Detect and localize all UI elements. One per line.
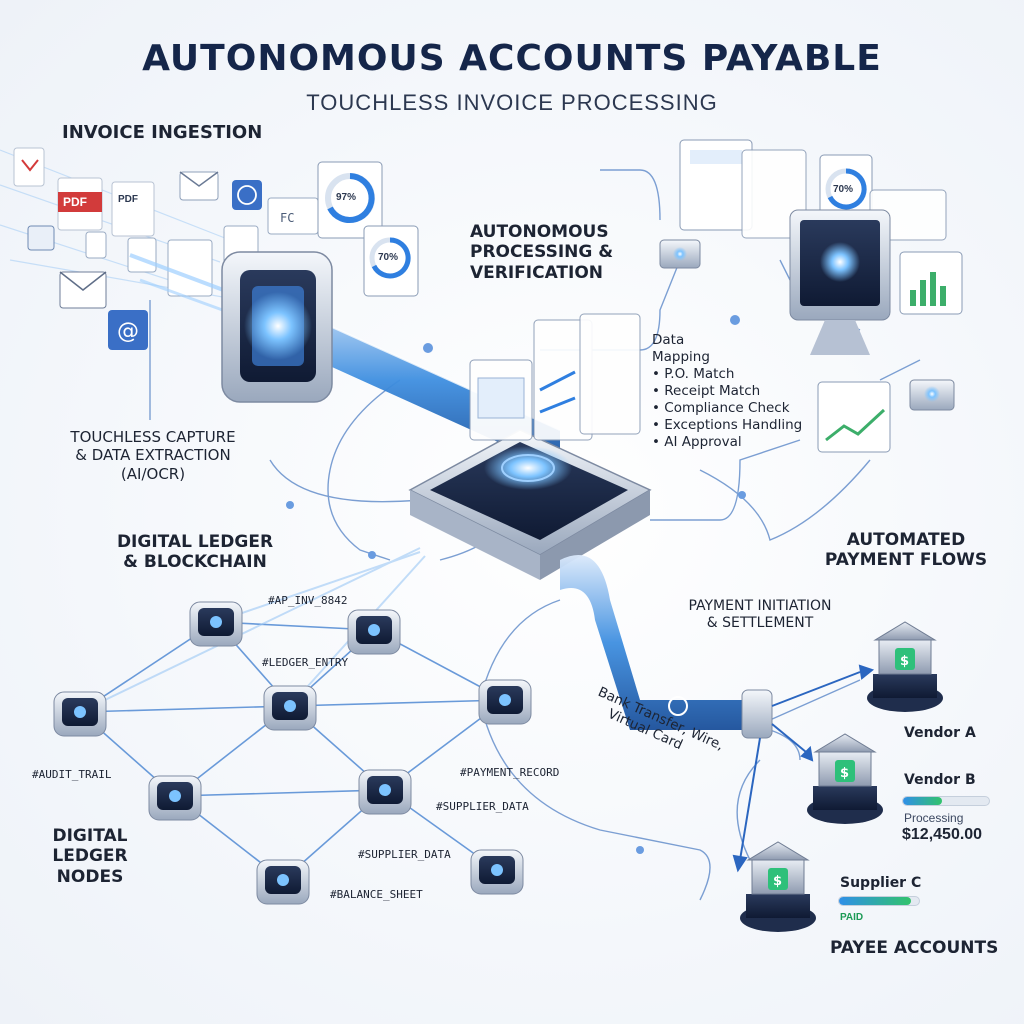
payment-initiation-line-1: PAYMENT INITIATION (688, 598, 832, 614)
check-item: Receipt Match (652, 383, 802, 400)
dashboard-gauge-label: 70% (833, 184, 854, 195)
bank-icons: $ $ $ (740, 621, 943, 932)
mapping-title-line-2: Mapping (652, 349, 710, 365)
supplier-c-progress-fill (839, 897, 911, 905)
tag-supplier-data-2: #SUPPLIER_DATA (358, 848, 451, 861)
supplier-c-progress (838, 896, 920, 906)
connector-dots (286, 315, 746, 854)
supplier-c-status: PAID (840, 912, 864, 923)
ledger-nodes-line-3: NODES (56, 866, 124, 887)
gauge-icons (317, 161, 419, 297)
vendor-b-status: Processing (904, 811, 964, 825)
processing-heading-line-1: AUTONOMOUS (470, 222, 609, 242)
check-item: P.O. Match (652, 366, 802, 383)
gauge-label-2: 70% (378, 252, 399, 263)
page-title: AUTONOMOUS ACCOUNTS PAYABLE (142, 38, 882, 79)
svg-text:$: $ (773, 874, 782, 889)
tag-supplier-data-1: #SUPPLIER_DATA (436, 800, 529, 813)
tag-ap-inv: #AP_INV_8842 (268, 594, 348, 607)
scanner-gate (221, 251, 333, 403)
processing-heading-line-3: VERIFICATION (470, 262, 604, 283)
check-item: Compliance Check (652, 400, 802, 417)
pdf-doc-label: PDF (118, 194, 138, 205)
supplier-c-name: Supplier C (840, 875, 922, 891)
check-item: Exceptions Handling (652, 417, 802, 434)
payment-initiation-line-2: & SETTLEMENT (706, 615, 814, 632)
processing-heading: AUTONOMOUS PROCESSING & VERIFICATION (470, 222, 613, 283)
svg-text:FC: FC (280, 211, 294, 225)
payments-heading: AUTOMATED PAYMENT FLOWS (808, 530, 1004, 571)
vendor-b-name: Vendor B (904, 772, 976, 788)
processing-heading-line-2: PROCESSING & (470, 242, 614, 263)
payments-heading-line-1: AUTOMATED (846, 530, 966, 550)
svg-text:$: $ (840, 766, 849, 781)
payment-initiation-caption: PAYMENT INITIATION & SETTLEMENT (672, 598, 848, 632)
gauge-label-1: 97% (336, 192, 357, 203)
tag-balance-sheet: #BALANCE_SHEET (330, 888, 423, 901)
incoming-documents: FC @ (13, 147, 319, 350)
pdf-badge: PDF (63, 195, 87, 209)
verification-checklist: Data Mapping P.O. Match Receipt Match Co… (652, 332, 802, 451)
ledger-nodes-line-1: DIGITAL (52, 826, 128, 846)
payee-accounts-heading: PAYEE ACCOUNTS (830, 938, 999, 958)
vendor-a-name: Vendor A (904, 725, 976, 741)
page-subtitle: TOUCHLESS INVOICE PROCESSING (306, 90, 718, 115)
check-item: AI Approval (652, 434, 802, 451)
capture-caption-line-1: TOUCHLESS CAPTURE (70, 428, 236, 446)
payment-tube (560, 555, 773, 739)
capture-caption-line-2: & DATA EXTRACTION (75, 446, 231, 465)
tag-payment-record: #PAYMENT_RECORD (460, 766, 560, 779)
vendor-b-amount: $12,450.00 (902, 826, 983, 843)
ledger-heading: DIGITAL LEDGER & BLOCKCHAIN (100, 532, 290, 573)
mapping-title-line-1: Data (652, 332, 685, 348)
ledger-nodes-line-2: LEDGER (52, 846, 128, 867)
ledger-heading-line-2: & BLOCKCHAIN (123, 552, 267, 573)
vendor-b-progress-fill (903, 797, 942, 805)
dashboards (659, 139, 963, 453)
check-list: P.O. Match Receipt Match Compliance Chec… (652, 366, 802, 451)
processing-hub (408, 313, 652, 580)
payments-heading-line-2: PAYMENT FLOWS (824, 550, 988, 571)
ledger-nodes (53, 601, 532, 905)
svg-text:@: @ (117, 319, 139, 344)
tag-ledger-entry: #LEDGER_ENTRY (262, 656, 349, 669)
capture-caption: TOUCHLESS CAPTURE & DATA EXTRACTION (AI/… (58, 428, 248, 483)
tag-audit-trail: #AUDIT_TRAIL (32, 768, 112, 781)
payment-arrows (732, 664, 875, 873)
capture-caption-line-3: (AI/OCR) (120, 464, 186, 483)
ledger-nodes-heading: DIGITAL LEDGER NODES (50, 826, 130, 887)
vendor-b-progress (902, 796, 990, 806)
svg-text:$: $ (900, 654, 909, 669)
ledger-heading-line-1: DIGITAL LEDGER (116, 532, 274, 552)
ingestion-heading: INVOICE INGESTION (62, 122, 263, 143)
